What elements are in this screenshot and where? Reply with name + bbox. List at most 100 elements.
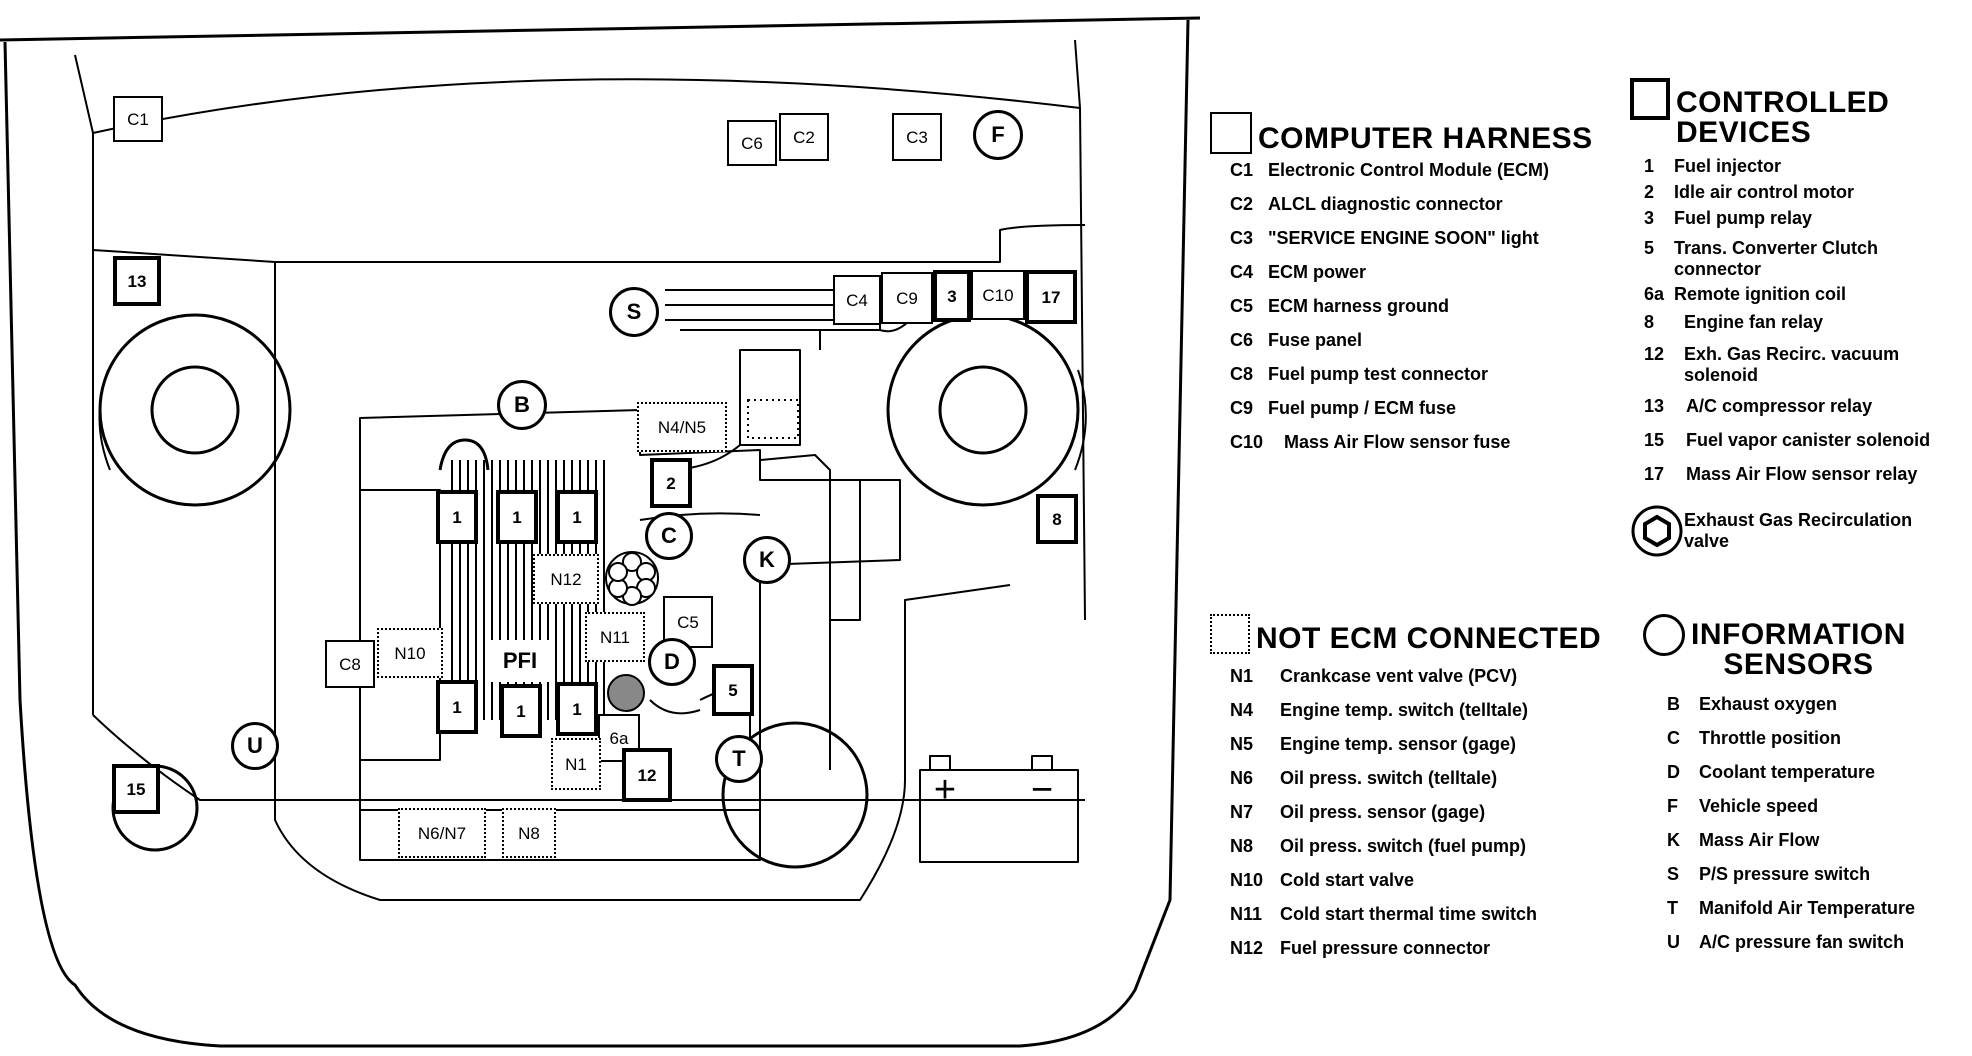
label-injector-1d: 1 bbox=[436, 680, 478, 734]
label-injector-1b: 1 bbox=[496, 490, 538, 544]
right-fender-inner bbox=[1074, 39, 1086, 621]
label-5: 5 bbox=[712, 664, 754, 716]
coil-hatched bbox=[607, 674, 645, 712]
label-3: 3 bbox=[933, 270, 971, 322]
label-N10: N10 bbox=[377, 628, 443, 678]
label-8: 8 bbox=[1036, 494, 1078, 544]
list-item: C3"SERVICE ENGINE SOON" light bbox=[1230, 228, 1539, 248]
label-U: U bbox=[231, 722, 279, 770]
label-C1: C1 bbox=[113, 96, 163, 142]
label-injector-1e: 1 bbox=[500, 684, 542, 738]
label-N8: N8 bbox=[502, 808, 556, 858]
air-duct bbox=[759, 454, 831, 770]
battery-plus: + bbox=[933, 769, 957, 811]
label-N1: N1 bbox=[551, 738, 601, 790]
label-B: B bbox=[497, 380, 547, 430]
label-D: D bbox=[648, 638, 696, 686]
left-strut-tower-outer bbox=[98, 313, 292, 507]
circle-icon bbox=[1643, 614, 1685, 656]
not-ecm-title: NOT ECM CONNECTED bbox=[1256, 622, 1602, 655]
label-injector-1a: 1 bbox=[436, 490, 478, 544]
battery-minus: − bbox=[1030, 769, 1054, 811]
controlled-devices-title: CONTROLLED DEVICES bbox=[1676, 86, 1890, 149]
label-2: 2 bbox=[650, 458, 692, 508]
label-C: C bbox=[645, 512, 693, 560]
battery bbox=[919, 769, 1079, 863]
egr-valve-icon bbox=[1631, 505, 1683, 557]
bold-square-icon bbox=[1630, 78, 1670, 120]
label-C4: C4 bbox=[833, 275, 881, 325]
label-C3: C3 bbox=[892, 113, 942, 161]
engine-cradle bbox=[92, 249, 1011, 901]
left-fender-inner bbox=[74, 54, 94, 715]
engine-compartment-diagram: C1 C6 C2 C3 F 13 S C4 C9 3 C10 17 B N4/N… bbox=[0, 16, 1200, 1048]
label-K: K bbox=[743, 536, 791, 584]
hood-top-line bbox=[0, 16, 1200, 42]
label-C10: C10 bbox=[971, 270, 1025, 320]
label-17: 17 bbox=[1025, 270, 1077, 324]
label-injector-1c: 1 bbox=[556, 490, 598, 544]
label-F: F bbox=[973, 110, 1023, 160]
label-N6N7: N6/N7 bbox=[398, 808, 486, 858]
engine-bay-drawing bbox=[0, 16, 1200, 1048]
right-strut-tower-inner bbox=[938, 365, 1028, 455]
body-outline bbox=[3, 19, 1190, 1048]
cowl-line bbox=[92, 78, 1081, 134]
label-N11: N11 bbox=[585, 612, 645, 662]
label-injector-1f: 1 bbox=[556, 682, 598, 736]
label-N12: N12 bbox=[533, 554, 599, 604]
air-cleaner bbox=[721, 721, 869, 869]
label-15: 15 bbox=[112, 764, 160, 814]
egr-valve-dome bbox=[438, 438, 490, 471]
dotted-square-icon bbox=[1210, 614, 1250, 654]
label-12: 12 bbox=[622, 748, 672, 802]
egr-valve-label: Exhaust Gas Recirculation valve bbox=[1684, 510, 1913, 551]
label-N4N5: N4/N5 bbox=[637, 402, 727, 452]
label-13: 13 bbox=[113, 256, 161, 306]
label-C6: C6 bbox=[727, 120, 777, 166]
throttle-body bbox=[605, 551, 659, 606]
right-strut-tower-outer bbox=[886, 313, 1080, 507]
label-S: S bbox=[609, 287, 659, 337]
label-T: T bbox=[715, 735, 763, 783]
throttle-tube bbox=[739, 349, 801, 446]
label-C8: C8 bbox=[325, 640, 375, 688]
